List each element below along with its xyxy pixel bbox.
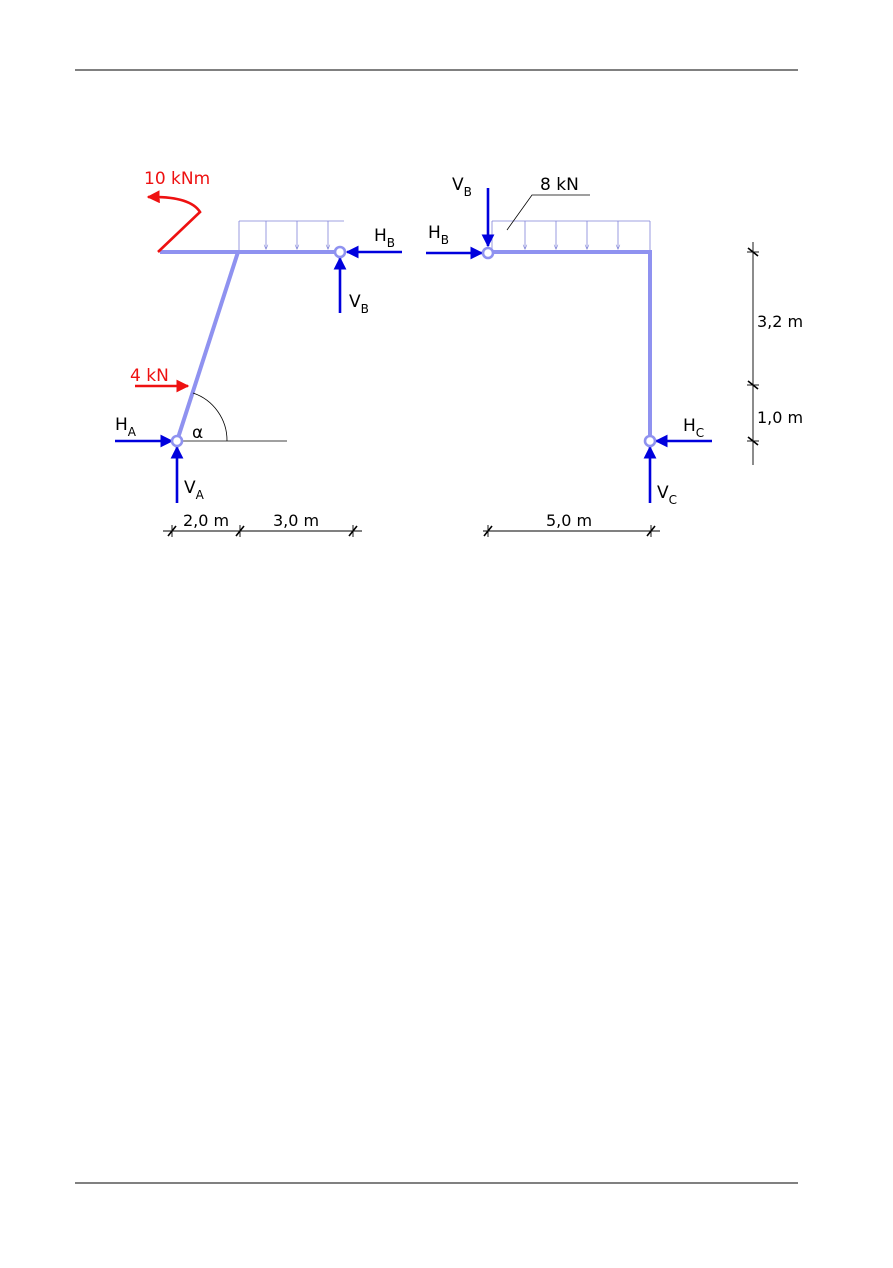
right-horizontal-dimension: [483, 525, 660, 537]
dim-label-3-2m: 3,2 m: [757, 312, 803, 331]
hinge-b-right: [481, 246, 495, 260]
ha-label: HA: [115, 415, 137, 439]
dim-label-2m: 2,0 m: [183, 511, 229, 530]
angle-arc: [192, 392, 228, 442]
left-frame: α 10 kNm 4 kN HA VA HB VB: [115, 169, 402, 537]
point-load-label: 4 kN: [130, 366, 169, 386]
hb-right-label: HB: [428, 223, 449, 247]
left-dimension-line: [163, 525, 362, 537]
hinge-b-left: [333, 245, 347, 259]
left-distributed-load: [238, 220, 344, 250]
support-c-hinge: [643, 434, 657, 448]
right-vertical-dimension: [747, 242, 759, 465]
moment-arrow: [146, 190, 202, 253]
distributed-load-label: 8 kN: [540, 175, 579, 195]
va-label: VA: [184, 478, 205, 502]
right-distributed-load: [491, 220, 651, 250]
hc-label: HC: [683, 416, 704, 440]
dim-label-1m: 1,0 m: [757, 408, 803, 427]
load-leader-line: [506, 194, 590, 231]
dim-label-3m: 3,0 m: [273, 511, 319, 530]
vb-right-label: VB: [452, 175, 472, 199]
hb-left-label: HB: [374, 226, 395, 250]
vc-label: VC: [657, 483, 677, 507]
angle-label: α: [192, 423, 203, 443]
right-frame: 8 kN VB HB HC VC 5,0 m: [426, 175, 803, 537]
left-inclined-member: [175, 251, 240, 442]
dim-label-5m: 5,0 m: [546, 511, 592, 530]
moment-label: 10 kNm: [144, 169, 210, 189]
vb-left-label: VB: [349, 292, 369, 316]
support-a-hinge: [170, 434, 184, 448]
